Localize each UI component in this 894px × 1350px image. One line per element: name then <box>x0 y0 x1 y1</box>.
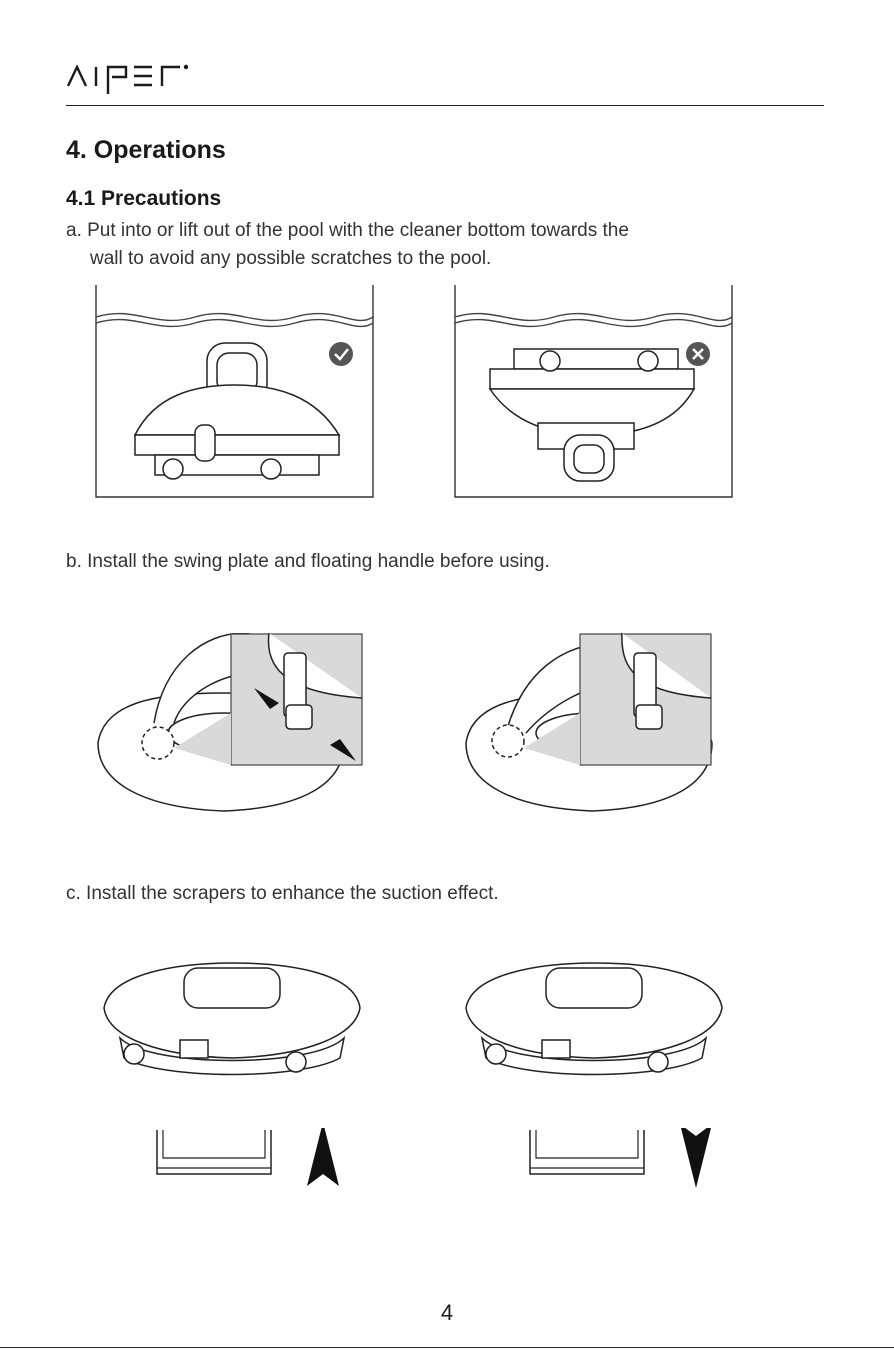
figure-cleaner-bottom-right <box>462 958 727 1083</box>
page-number: 4 <box>0 1300 894 1326</box>
precaution-a-line1: a. Put into or lift out of the pool with… <box>66 220 629 241</box>
figure-cleaner-bottom-left <box>100 958 365 1083</box>
scraper-install <box>155 1128 355 1192</box>
precaution-b: b. Install the swing plate and floating … <box>66 548 550 576</box>
scraper-remove <box>528 1128 728 1192</box>
section-title: 4. Operations <box>66 136 226 165</box>
precaution-a: a. Put into or lift out of the pool with… <box>66 217 629 273</box>
figure-install-handle-step2 <box>462 633 732 823</box>
subsection-title: 4.1 Precautions <box>66 187 221 211</box>
x-circle-icon <box>686 342 710 366</box>
footer-rule <box>0 1347 894 1348</box>
header-rule <box>66 105 824 106</box>
figure-incorrect-orientation <box>454 285 734 499</box>
check-circle-icon <box>329 342 353 366</box>
arrow-down-icon <box>680 1128 712 1188</box>
figure-correct-orientation <box>95 285 375 499</box>
precaution-c: c. Install the scrapers to enhance the s… <box>66 880 499 908</box>
figure-install-handle-step1 <box>94 633 364 823</box>
arrow-up-icon <box>307 1128 339 1186</box>
brand-logo <box>66 58 196 98</box>
precaution-a-line2: wall to avoid any possible scratches to … <box>66 245 629 273</box>
